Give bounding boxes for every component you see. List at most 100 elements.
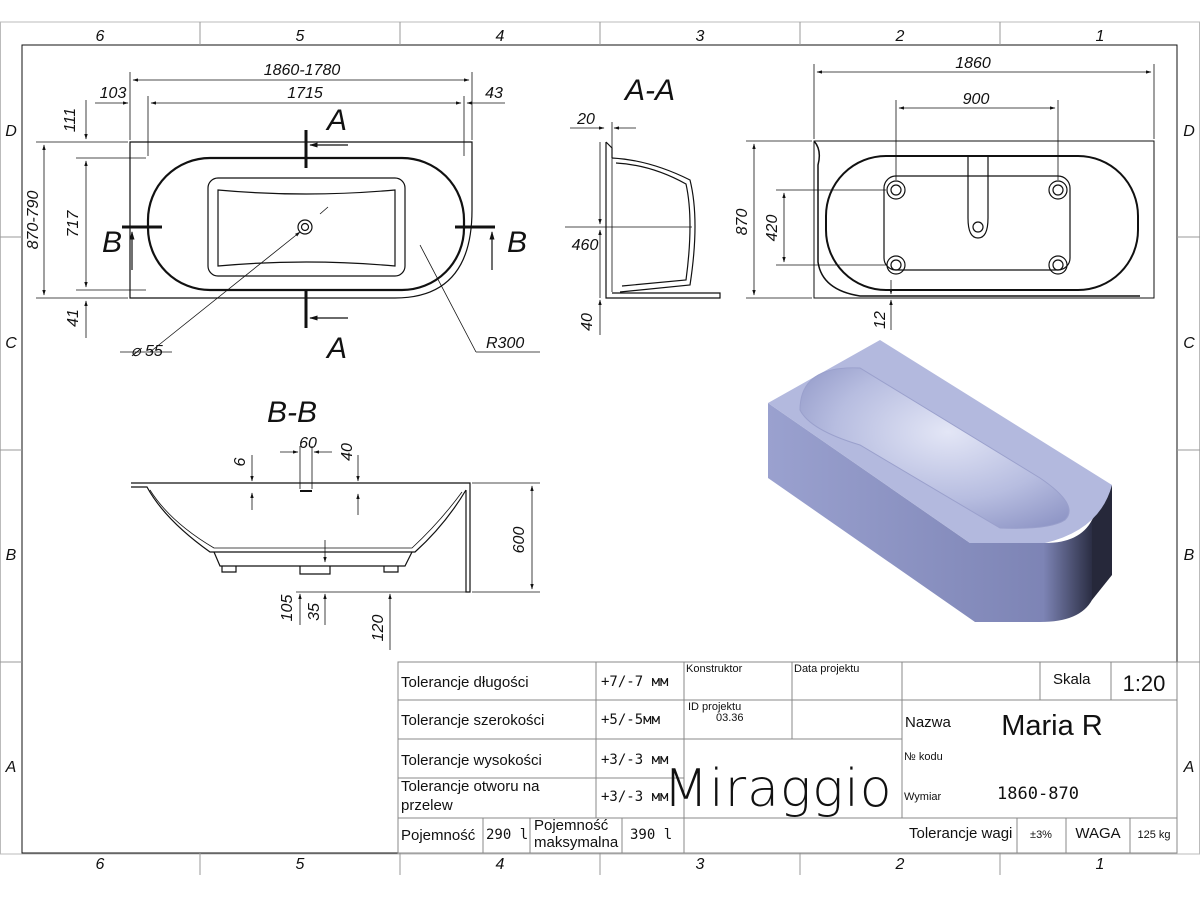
grid-ticks <box>0 22 1200 875</box>
tol-overflow-label-1: Tolerancje otworu na <box>401 778 540 795</box>
top-view-dimensions <box>36 72 540 353</box>
bottom-view-dimensions <box>746 64 1155 330</box>
tub-basin <box>799 367 1070 529</box>
dim-feet-spacing-x: 900 <box>963 91 990 108</box>
tol-width-label: Tolerancje szerokości <box>401 712 544 729</box>
weight-tolerance-label: Tolerancje wagi <box>909 825 1012 842</box>
section-aa-view: A-A 20 460 40 <box>565 74 721 335</box>
section-mark-a-bottom: A <box>325 332 347 365</box>
grid-row-label: C <box>1183 335 1195 352</box>
grid-col-label: 3 <box>696 28 705 45</box>
weight-tolerance-value: ±3% <box>1030 829 1052 841</box>
max-capacity-label-1: Pojemność <box>534 817 609 834</box>
dim-right-offset: 43 <box>485 85 503 102</box>
tub-front-face <box>768 403 1092 622</box>
section-bb-profile <box>131 482 471 593</box>
skala-value: 1:20 <box>1123 671 1166 696</box>
kod-label: № kodu <box>904 751 943 763</box>
dim-bb-6: 6 <box>232 457 249 466</box>
grid-row-label: B <box>6 547 17 564</box>
grid-col-label: 4 <box>496 856 505 873</box>
dim-inner-length: 1715 <box>287 85 323 102</box>
dim-aa-foot: 40 <box>579 313 596 331</box>
tol-height-label: Tolerancje wysokości <box>401 752 542 769</box>
dim-left-offset: 103 <box>100 85 127 102</box>
grid-column-labels-top: 6 5 4 3 2 1 <box>96 28 1105 45</box>
dim-bb-35: 35 <box>306 603 323 621</box>
dim-radius: R300 <box>486 335 524 352</box>
dim-overall-width: 870-790 <box>25 191 42 250</box>
section-mark-a-top: A <box>325 104 347 137</box>
title-block <box>397 661 1178 854</box>
dim-bottom-length: 1860 <box>955 55 991 72</box>
waga-label: WAGA <box>1075 825 1120 842</box>
wymiar-label: Wymiar <box>904 791 942 803</box>
tol-width-value: +5/-5мм <box>601 712 661 728</box>
id-projektu-label: ID projektu <box>688 701 741 713</box>
grid-col-label: 4 <box>496 28 505 45</box>
grid-col-label: 5 <box>296 28 305 45</box>
grid-row-label: A <box>5 759 17 776</box>
section-bb-view: B-B 60 6 40 <box>131 396 540 650</box>
id-projektu-value: 03.36 <box>716 712 744 724</box>
grid-row-labels: D C B A D C B A <box>5 123 1196 776</box>
max-capacity-label-2: maksymalna <box>534 834 619 851</box>
grid-col-label: 6 <box>96 28 105 45</box>
dim-inner-width: 717 <box>65 210 82 238</box>
grid-row-label: C <box>5 335 17 352</box>
grid-col-label: 6 <box>96 856 105 873</box>
nazwa-value: Maria R <box>1001 710 1103 742</box>
section-aa-profile <box>605 141 721 299</box>
data-projektu-label: Data projektu <box>794 663 859 675</box>
tol-length-label: Tolerancje długości <box>401 674 529 691</box>
skala-label: Skala <box>1053 671 1091 688</box>
dim-bb-40: 40 <box>339 443 356 461</box>
dim-bb-105: 105 <box>279 595 296 622</box>
tol-overflow-value: +3/-3 мм <box>601 789 669 805</box>
grid-col-label: 2 <box>895 28 905 45</box>
grid-col-label: 1 <box>1096 856 1105 873</box>
tol-height-value: +3/-3 мм <box>601 752 669 768</box>
top-view: A A B B 1860-1780 1715 103 43 111 717 41… <box>25 62 540 365</box>
section-bb-dimensions <box>250 446 540 650</box>
grid-col-label: 3 <box>696 856 705 873</box>
grid-column-labels-bottom: 6 5 4 3 2 1 <box>96 856 1105 873</box>
max-capacity-value: 390 l <box>630 827 672 843</box>
waga-value: 125 kg <box>1137 829 1170 841</box>
dim-bottom-rim: 41 <box>65 309 82 327</box>
dim-drain-diameter: 55 <box>145 343 163 360</box>
bottom-view-outline <box>813 140 1155 299</box>
title-block-text: Tolerancje długości +7/-7 мм Tolerancje … <box>401 663 1171 851</box>
top-view-outline <box>129 141 473 299</box>
dim-aa-depth: 460 <box>572 237 599 254</box>
grid-col-label: 5 <box>296 856 305 873</box>
section-aa-title: A-A <box>623 74 675 107</box>
grid-row-label: D <box>1183 123 1195 140</box>
dim-top-rim: 111 <box>62 108 79 132</box>
dim-bb-120: 120 <box>370 615 387 642</box>
konstruktor-label: Konstruktor <box>686 663 743 675</box>
bathtub-3d-render <box>768 340 1112 622</box>
grid-col-label: 1 <box>1096 28 1105 45</box>
dim-feet-spacing-y: 420 <box>764 215 781 242</box>
nazwa-label: Nazwa <box>905 714 952 731</box>
capacity-label: Pojemność <box>401 827 476 844</box>
dim-drain-symbol: ⌀ <box>131 343 142 360</box>
brand-logo-text: Miraggio <box>663 759 892 819</box>
section-aa-dimensions <box>565 122 692 335</box>
grid-row-label: D <box>5 123 17 140</box>
dim-aa-rim: 20 <box>576 111 595 128</box>
dim-bb-width-60: 60 <box>299 435 317 452</box>
section-cut-markers <box>122 130 495 328</box>
dim-overall-length: 1860-1780 <box>264 62 341 79</box>
tol-length-value: +7/-7 мм <box>601 674 669 690</box>
tol-overflow-label-2: przelew <box>401 797 453 814</box>
capacity-value: 290 l <box>486 827 528 843</box>
grid-row-label: B <box>1184 547 1195 564</box>
bottom-view: 1860 900 870 420 12 <box>734 55 1155 330</box>
grid-row-label: A <box>1183 759 1195 776</box>
section-mark-b-right: B <box>507 226 527 259</box>
dim-bottom-width: 870 <box>734 209 751 236</box>
section-bb-title: B-B <box>267 396 317 429</box>
